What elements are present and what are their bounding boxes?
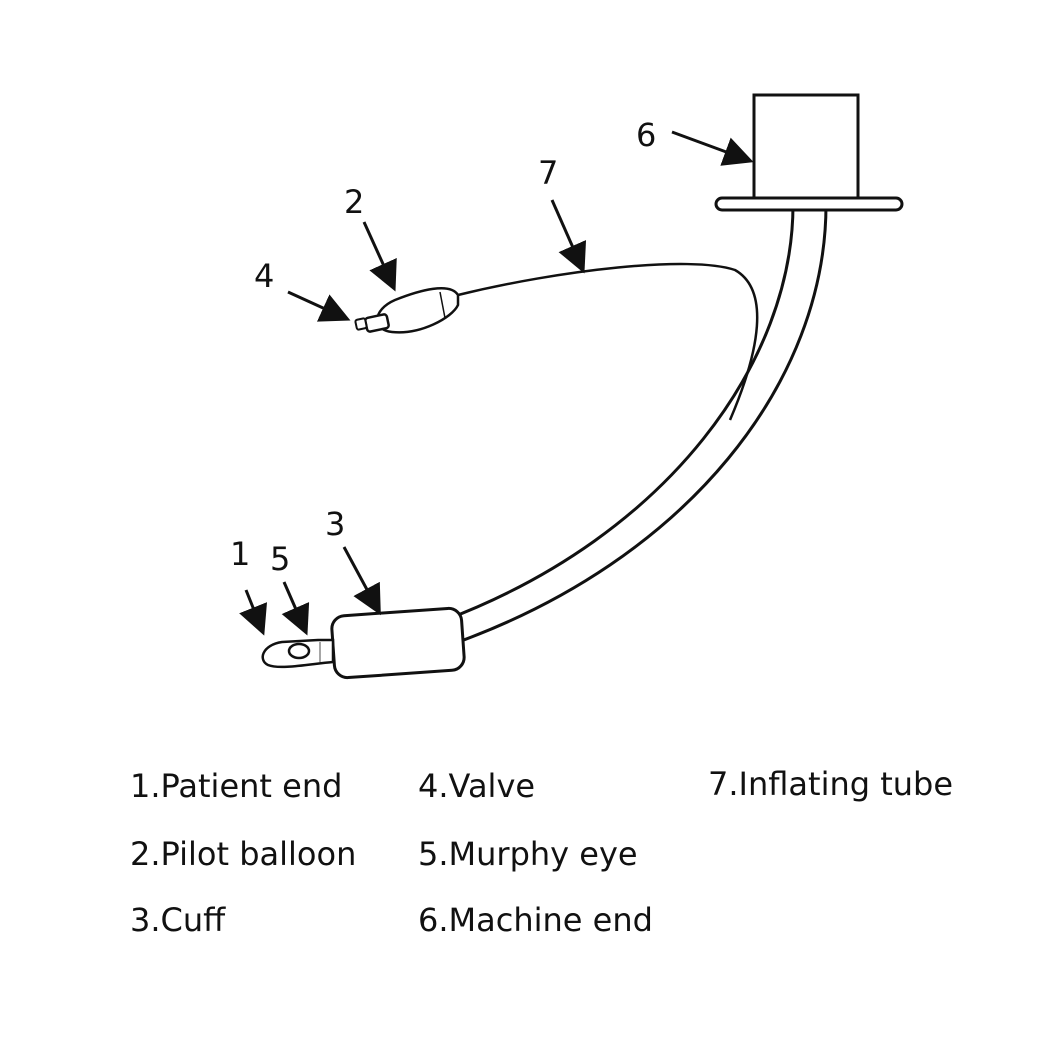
arrow-3 [342,546,381,616]
main-tube [444,204,828,647]
callout-numbers: 1 2 3 4 5 6 7 [230,116,656,578]
legend-item-pilot-balloon: 2.Pilot balloon [130,835,357,873]
machine-end-connector [714,93,904,212]
callout-number-4: 4 [254,257,274,295]
callout-number-3: 3 [325,505,345,543]
valve-body [364,313,390,333]
callout-arrows [239,130,754,636]
legend-item-patient-end: 1.Patient end [130,767,343,805]
arrow-2 [362,221,397,292]
legend-item-cuff: 3.Cuff [130,901,226,939]
arrow-7 [550,199,587,274]
valve [354,313,390,333]
legend-item-inflating-tube: 7.Inflating tube [708,765,954,803]
connector-body [752,93,860,200]
endotracheal-tube-diagram: 1 2 3 4 5 6 7 [230,93,904,680]
arrow-1 [239,589,268,636]
tube-outer-wall [449,204,828,647]
callout-number-6: 6 [636,116,656,154]
tube-inner-wall [444,204,795,622]
inflating-tube [457,262,759,421]
connector-flange [714,196,904,212]
arrow-5 [281,581,310,636]
legend-item-murphy-eye: 5.Murphy eye [418,835,638,873]
arrow-6 [671,130,754,166]
legend-item-machine-end: 6.Machine end [418,901,653,939]
patient-end [261,638,335,669]
valve-tip [354,317,368,331]
callout-number-7: 7 [538,154,558,192]
pilot-balloon-seam [439,291,446,319]
cuff [330,606,466,680]
callout-number-5: 5 [270,540,290,578]
legend-item-valve: 4.Valve [418,767,536,805]
callout-number-2: 2 [344,183,364,221]
arrow-4 [287,290,351,322]
callout-number-1: 1 [230,535,250,573]
murphy-eye [287,642,311,660]
